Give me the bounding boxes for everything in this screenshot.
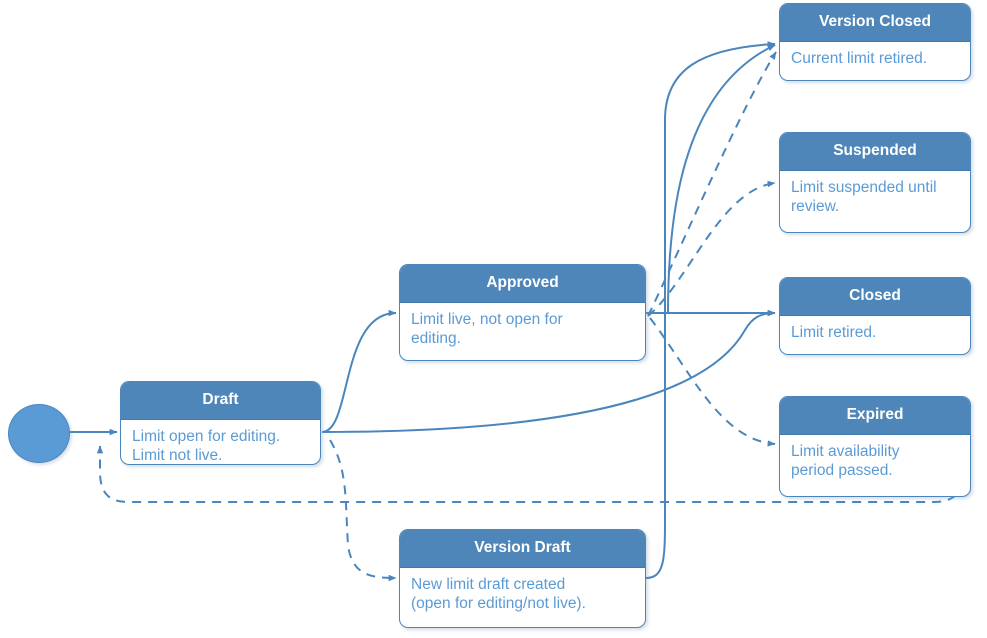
state-body-version-draft: New limit draft created (open for editin… xyxy=(411,575,586,613)
edge-approved-to-expired xyxy=(649,317,776,447)
state-title-approved: Approved xyxy=(400,265,645,303)
state-node-draft[interactable]: Draft Limit open for editing. Limit not … xyxy=(120,381,321,465)
state-title-closed: Closed xyxy=(780,278,970,316)
state-title-expired: Expired xyxy=(780,397,970,435)
edge-approved-to-version-closed-dashed xyxy=(647,51,777,317)
edge-approved-to-version-closed xyxy=(646,44,776,314)
state-node-version-closed[interactable]: Version Closed Current limit retired. xyxy=(779,3,971,81)
state-body-version-closed: Current limit retired. xyxy=(791,49,928,67)
state-body-closed: Limit retired. xyxy=(791,323,877,341)
state-node-version-draft[interactable]: Version Draft New limit draft created (o… xyxy=(399,529,646,628)
state-title-draft: Draft xyxy=(121,382,320,420)
state-node-suspended[interactable]: Suspended Limit suspended until review. xyxy=(779,132,971,233)
state-title-version-closed: Version Closed xyxy=(780,4,970,42)
start-state-node[interactable] xyxy=(8,404,70,463)
state-title-suspended: Suspended xyxy=(780,133,970,171)
edge-version-draft-to-version-closed xyxy=(645,41,776,579)
edge-draft-to-version-draft xyxy=(329,439,397,582)
state-node-closed[interactable]: Closed Limit retired. xyxy=(779,277,971,355)
state-body-expired: Limit availability period passed. xyxy=(791,442,900,480)
edge-approved-to-suspended xyxy=(647,180,776,317)
state-title-version-draft: Version Draft xyxy=(400,530,645,568)
state-node-expired[interactable]: Expired Limit availability period passed… xyxy=(779,396,971,497)
state-node-approved[interactable]: Approved Limit live, not open for editin… xyxy=(399,264,646,361)
state-body-draft: Limit open for editing. Limit not live. xyxy=(132,427,281,465)
state-body-approved: Limit live, not open for editing. xyxy=(411,310,563,348)
edge-draft-to-approved xyxy=(321,309,397,433)
state-body-suspended: Limit suspended until review. xyxy=(791,178,937,216)
